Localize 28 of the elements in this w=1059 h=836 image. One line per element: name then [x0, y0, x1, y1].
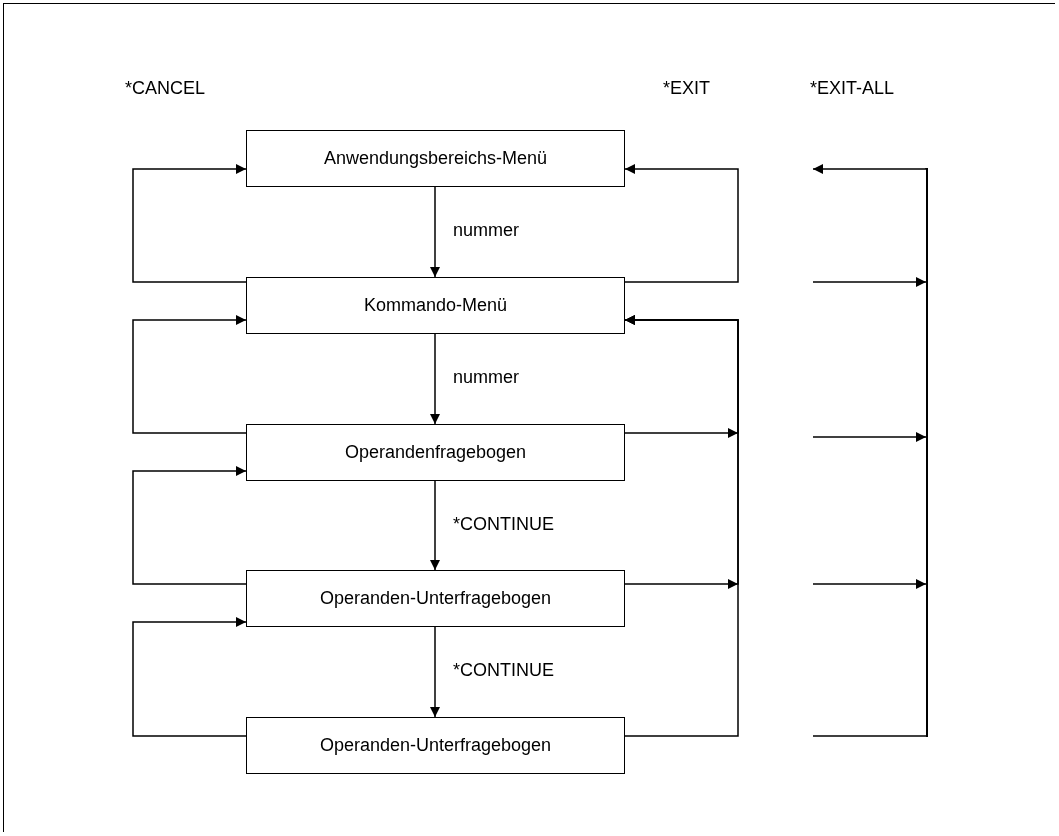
arrow: [812, 579, 927, 589]
arrow: [812, 432, 927, 442]
arrow: [430, 480, 440, 571]
arrow: [132, 617, 247, 737]
column-heading: *EXIT: [663, 78, 710, 99]
process-box: [246, 424, 625, 481]
box-label: Kommando-Menü: [363, 295, 508, 316]
arrow: [812, 277, 927, 287]
column-heading: *CANCEL: [125, 78, 206, 99]
process-box: [246, 717, 625, 774]
process-box: [246, 277, 625, 334]
arrow: [430, 626, 440, 718]
arrow: [624, 315, 739, 737]
vertical-bar-line: [926, 168, 928, 737]
arrow: [132, 315, 247, 434]
box-label: Operanden-Unterfragebogen: [319, 735, 552, 756]
arrow: [132, 466, 247, 585]
arrow: [812, 164, 927, 174]
process-box: [246, 130, 625, 187]
arrow: [132, 164, 247, 283]
arrow: [430, 186, 440, 278]
arrow: [430, 333, 440, 425]
box-label: Operandenfragebogen: [344, 442, 527, 463]
arrow: [624, 164, 739, 283]
process-box: [246, 570, 625, 627]
box-label: Anwendungsbereichs-Menü: [323, 148, 548, 169]
box-label: Operanden-Unterfragebogen: [319, 588, 552, 609]
column-heading: *EXIT-ALL: [810, 78, 895, 99]
